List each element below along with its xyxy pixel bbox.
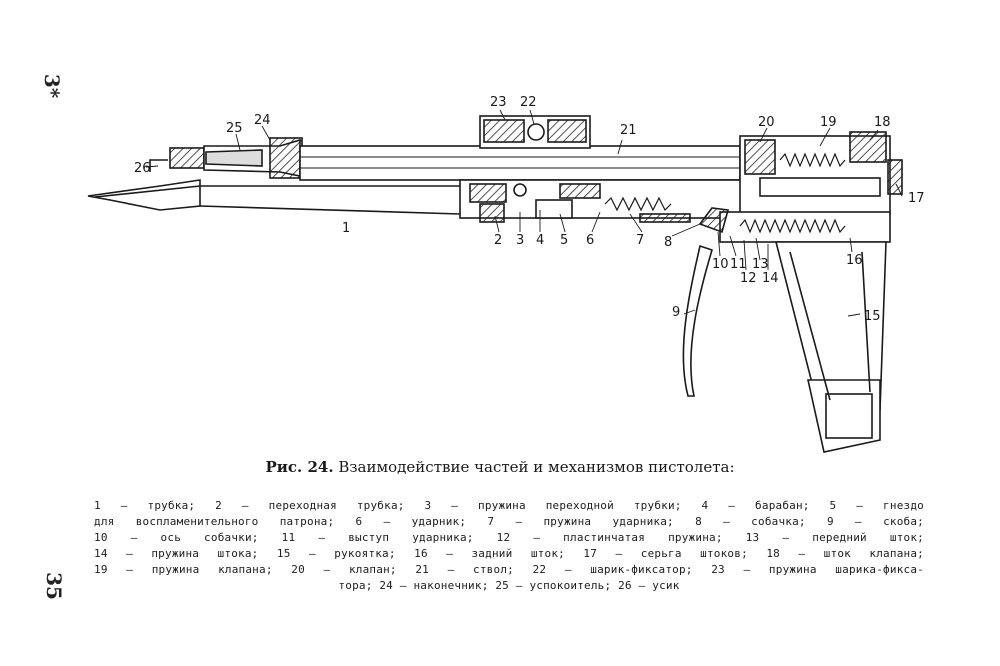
callout-22: 22 — [520, 95, 537, 110]
callout-15: 15 — [864, 309, 881, 324]
figure-caption-label: Рис. 24. — [265, 458, 334, 476]
callout-10: 10 — [712, 257, 729, 272]
legend-line: 10 — ось собачки; 11 — выступ ударника; … — [94, 531, 924, 544]
callout-25: 25 — [226, 121, 243, 136]
callout-20: 20 — [758, 115, 775, 130]
callout-24: 24 — [254, 113, 271, 128]
callout-7: 7 — [636, 233, 644, 248]
callout-18: 18 — [874, 115, 891, 130]
pistol-diagram: 1 2 3 4 5 6 7 8 9 10 11 12 13 14 15 16 1… — [87, 95, 925, 453]
legend-line: 1 — трубка; 2 — переходная трубка; 3 — п… — [94, 499, 924, 512]
callout-3: 3 — [516, 233, 524, 248]
page-number: 35 — [41, 572, 66, 600]
callout-4: 4 — [536, 233, 544, 248]
legend-line: для воспламенительного патрона; 6 — удар… — [94, 515, 924, 528]
legend-line: 19 — пружина клапана; 20 — клапан; 21 — … — [94, 563, 924, 576]
callout-9: 9 — [672, 305, 680, 320]
callout-8: 8 — [664, 235, 672, 250]
callout-17: 17 — [908, 191, 925, 206]
callout-21: 21 — [620, 123, 637, 138]
figure-caption: Рис. 24. Взаимодействие частей и механиз… — [0, 458, 1000, 476]
callout-2: 2 — [494, 233, 502, 248]
figure-legend: 1 — трубка; 2 — переходная трубка; 3 — п… — [94, 498, 924, 594]
callout-23: 23 — [490, 95, 507, 110]
callout-13: 13 — [752, 257, 769, 272]
callout-11: 11 — [730, 257, 747, 272]
callout-26: 26 — [134, 161, 151, 176]
callout-16: 16 — [846, 253, 863, 268]
figure-caption-text: Взаимодействие частей и механизмов писто… — [338, 458, 735, 476]
callout-5: 5 — [560, 233, 568, 248]
callout-19: 19 — [820, 115, 837, 130]
legend-line: 14 — пружина штока; 15 — рукоятка; 16 — … — [94, 547, 924, 560]
callout-12: 12 — [740, 271, 757, 286]
callout-6: 6 — [586, 233, 594, 248]
callout-1: 1 — [342, 221, 350, 236]
legend-line: тора; 24 — наконечник; 25 — успокоитель;… — [338, 579, 680, 592]
callout-14: 14 — [762, 271, 779, 286]
